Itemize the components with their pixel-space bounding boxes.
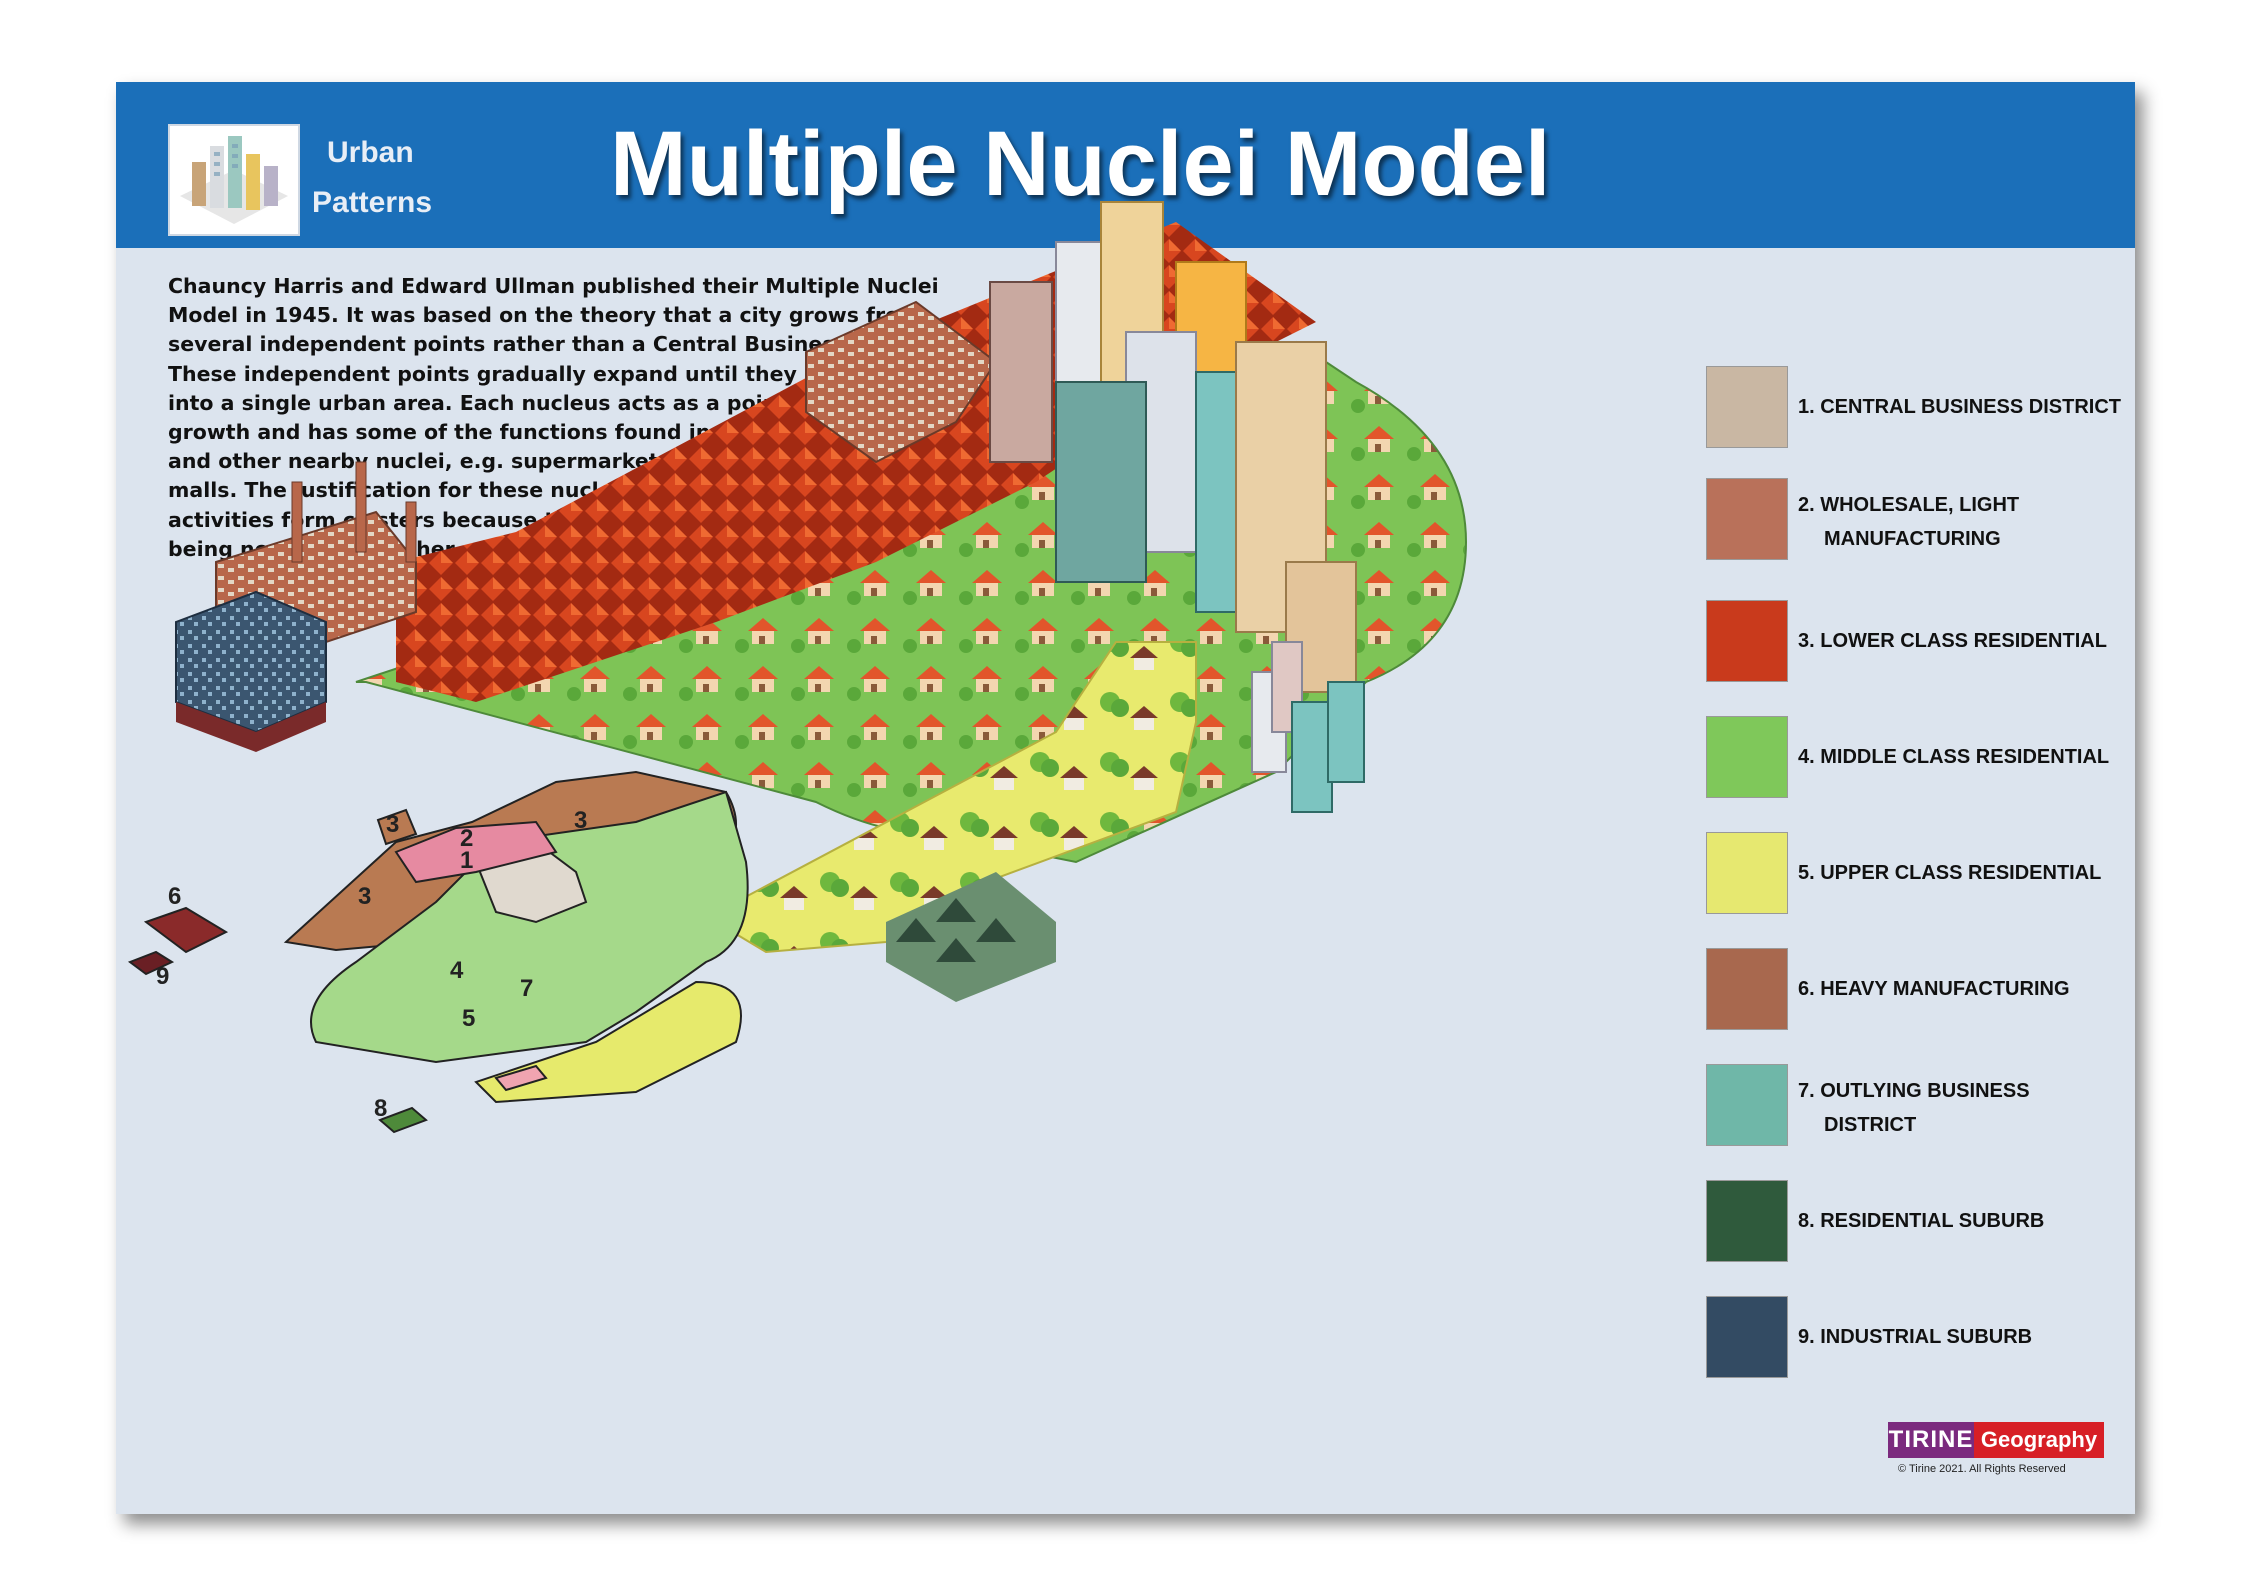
map-label-3: 3 bbox=[386, 811, 399, 838]
legend-label: 1. CENTRAL BUSINESS DISTRICT bbox=[1798, 396, 2121, 418]
legend-label: 6. HEAVY MANUFACTURING bbox=[1798, 978, 2070, 1000]
industrial-suburb-base bbox=[176, 702, 326, 752]
legend-label: 5. UPPER CLASS RESIDENTIAL bbox=[1798, 862, 2102, 884]
residential-suburb-icon bbox=[1706, 1180, 1788, 1262]
outlying-business-icon bbox=[1706, 1064, 1788, 1146]
description-text: Chauncy Harris and Edward Ullman publish… bbox=[168, 272, 947, 564]
page-title: Multiple Nuclei Model bbox=[610, 113, 1551, 215]
legend-label: 2. WHOLESALE, LIGHT bbox=[1798, 494, 2020, 516]
copyright-text: © Tirine 2021. All Rights Reserved bbox=[1898, 1463, 2066, 1475]
zone-8-residential-suburb bbox=[378, 1106, 428, 1134]
cbd-icon bbox=[1706, 366, 1788, 448]
series-label-line1: Urban bbox=[327, 136, 414, 169]
legend-label: 4. MIDDLE CLASS RESIDENTIAL bbox=[1798, 746, 2110, 768]
zone-7-outlying-business bbox=[494, 1064, 548, 1092]
upper-class-residential-area bbox=[714, 641, 1197, 954]
outlying-business-district bbox=[1251, 641, 1365, 813]
description-line: into a single urban area. Each nucleus a… bbox=[168, 390, 818, 415]
map-label-4: 4 bbox=[450, 957, 464, 984]
map-label-2: 2 bbox=[460, 825, 473, 852]
city-illustration: 1 2 3 3 3 4 5 6 7 8 9 bbox=[127, 201, 1468, 1134]
description-line: Model in 1945. It was based on the theor… bbox=[168, 303, 921, 328]
wholesale-light-manufacturing-area bbox=[805, 300, 998, 464]
map-label-8: 8 bbox=[374, 1095, 387, 1122]
description-line: Chauncy Harris and Edward Ullman publish… bbox=[168, 274, 939, 298]
brand-logo-part2: Geography bbox=[1974, 1422, 2104, 1458]
residential-suburb-area bbox=[886, 872, 1056, 1002]
lower-class-icon bbox=[1706, 600, 1788, 682]
map-label-1: 1 bbox=[460, 847, 473, 874]
legend-label: DISTRICT bbox=[1824, 1114, 1917, 1136]
legend-label: 7. OUTLYING BUSINESS bbox=[1798, 1080, 2030, 1102]
map-label-6: 6 bbox=[168, 883, 181, 910]
upper-class-icon bbox=[1706, 832, 1788, 914]
brand-logo-part1: TIRINE bbox=[1888, 1422, 1974, 1458]
wholesale-icon bbox=[1706, 478, 1788, 560]
map-label-7: 7 bbox=[520, 975, 533, 1002]
simplified-zone-map: 1 2 3 3 3 4 5 6 7 8 9 bbox=[127, 770, 749, 1134]
legend-label: MANUFACTURING bbox=[1824, 528, 2001, 550]
central-business-district bbox=[989, 201, 1357, 693]
map-label-3: 3 bbox=[574, 807, 587, 834]
map-label-3: 3 bbox=[358, 883, 371, 910]
city-logo-icon bbox=[168, 124, 300, 236]
legend-label: 8. RESIDENTIAL SUBURB bbox=[1798, 1210, 2045, 1232]
middle-class-icon bbox=[1706, 716, 1788, 798]
description-line: These independent points gradually expan… bbox=[168, 361, 878, 386]
zone-4-middle-class bbox=[310, 790, 749, 1064]
heavy-manufacturing-icon bbox=[1706, 948, 1788, 1030]
zone-2-wholesale bbox=[394, 820, 558, 884]
zone-3-patch bbox=[376, 808, 418, 846]
map-label-9: 9 bbox=[156, 963, 169, 990]
zone-9-industrial-suburb bbox=[127, 950, 175, 976]
industrial-suburb-icon bbox=[1706, 1296, 1788, 1378]
legend-label: 3. LOWER CLASS RESIDENTIAL bbox=[1798, 630, 2107, 652]
map-label-5: 5 bbox=[462, 1005, 475, 1032]
zone-6-heavy-manufacturing bbox=[143, 906, 229, 954]
poster: Urban Patterns Multiple Nuclei Model Cha… bbox=[116, 82, 2135, 1514]
legend-label: 9. INDUSTRIAL SUBURB bbox=[1798, 1326, 2033, 1348]
series-label-line2: Patterns bbox=[312, 186, 433, 219]
